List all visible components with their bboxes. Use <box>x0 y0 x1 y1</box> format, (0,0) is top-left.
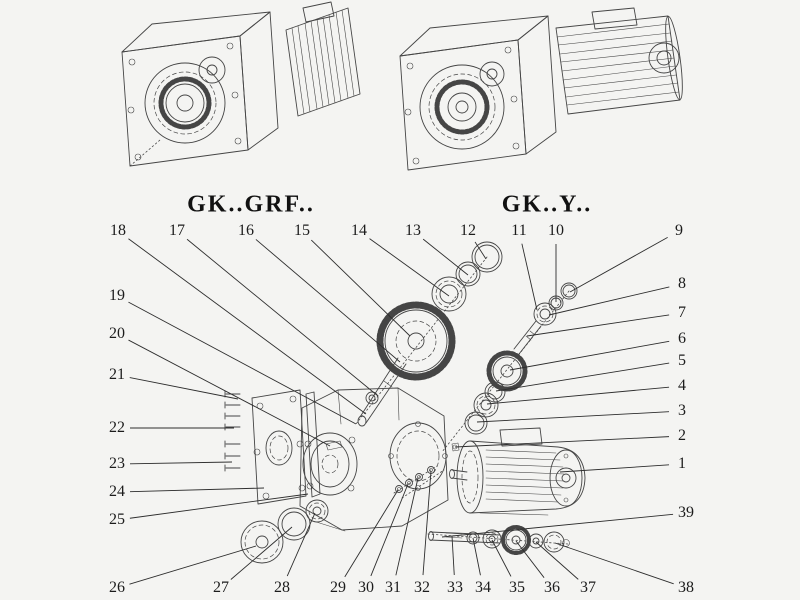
leader-line-18 <box>128 238 367 415</box>
gearbox-grf-drawing <box>121 1 361 167</box>
leader-line-21 <box>129 377 239 400</box>
callout-number-30: 30 <box>358 579 374 596</box>
leader-line-27 <box>230 526 293 580</box>
callout-number-26: 26 <box>109 579 125 596</box>
exploded-pinion-assembly <box>441 282 578 453</box>
callout-number-19: 19 <box>109 287 125 304</box>
callout-number-23: 23 <box>109 455 125 472</box>
screw-set <box>224 390 241 472</box>
callout-number-28: 28 <box>274 579 290 596</box>
callout-number-8: 8 <box>678 275 686 292</box>
leader-line-35 <box>491 539 512 577</box>
callout-number-39: 39 <box>678 504 694 521</box>
callout-number-7: 7 <box>678 304 686 321</box>
motor-top-drawing <box>555 7 683 115</box>
model-title-left: GK..GRF.. <box>187 191 315 218</box>
callout-number-9: 9 <box>675 222 683 239</box>
callout-number-12: 12 <box>460 222 476 239</box>
callout-number-34: 34 <box>475 579 491 596</box>
callout-number-35: 35 <box>509 579 525 596</box>
callout-number-14: 14 <box>351 222 367 239</box>
leader-line-37 <box>535 541 579 580</box>
callout-number-5: 5 <box>678 352 686 369</box>
callout-number-2: 2 <box>678 427 686 444</box>
leader-line-6 <box>509 340 670 371</box>
small-fasteners <box>393 442 460 499</box>
callout-number-17: 17 <box>169 222 185 239</box>
leader-line-14 <box>369 238 450 297</box>
leader-lines <box>128 236 674 585</box>
callout-number-1: 1 <box>678 455 686 472</box>
leader-line-39 <box>441 513 674 538</box>
callout-number-10: 10 <box>548 222 564 239</box>
leader-line-12 <box>474 241 487 260</box>
leader-line-26 <box>129 545 257 585</box>
callout-number-16: 16 <box>238 222 254 239</box>
leader-line-9 <box>569 236 668 293</box>
callout-number-6: 6 <box>678 330 686 347</box>
leader-line-33 <box>451 535 455 576</box>
leader-line-16 <box>255 239 401 363</box>
leader-line-4 <box>486 386 670 405</box>
callout-number-32: 32 <box>414 579 430 596</box>
model-title-right: GK..Y.. <box>501 191 593 218</box>
leader-line-17 <box>186 238 379 397</box>
callout-number-18: 18 <box>110 222 126 239</box>
callout-number-13: 13 <box>405 222 421 239</box>
leader-line-29 <box>344 489 399 578</box>
callout-number-38: 38 <box>678 579 694 596</box>
callout-number-20: 20 <box>109 325 125 342</box>
leader-line-30 <box>370 483 409 577</box>
callout-number-37: 37 <box>580 579 596 596</box>
leader-line-5 <box>495 362 670 392</box>
leader-line-23 <box>129 461 233 465</box>
leader-line-19 <box>128 301 357 425</box>
leader-line-28 <box>286 512 316 577</box>
leader-line-38 <box>554 542 674 585</box>
leader-line-2 <box>454 436 670 448</box>
callout-number-21: 21 <box>109 366 125 383</box>
leader-line-8 <box>548 286 670 316</box>
leader-line-24 <box>129 487 265 493</box>
motor-drawing <box>449 427 586 516</box>
output-shaft-parts <box>427 525 570 555</box>
leader-line-3 <box>476 411 670 423</box>
callout-number-15: 15 <box>294 222 310 239</box>
leader-line-32 <box>422 470 432 576</box>
callout-number-29: 29 <box>330 579 346 596</box>
leader-line-36 <box>515 540 545 578</box>
callout-number-27: 27 <box>213 579 229 596</box>
callout-number-11: 11 <box>511 222 527 239</box>
callout-number-31: 31 <box>385 579 401 596</box>
callout-number-3: 3 <box>678 402 686 419</box>
callout-number-36: 36 <box>544 579 560 596</box>
leader-line-7 <box>526 314 670 337</box>
leader-line-31 <box>395 477 419 576</box>
leader-line-25 <box>129 493 309 519</box>
callout-number-33: 33 <box>447 579 463 596</box>
callout-number-4: 4 <box>678 377 686 394</box>
flange-and-screws <box>224 389 321 505</box>
leader-line-1 <box>559 464 670 473</box>
leader-line-13 <box>422 238 469 276</box>
callout-number-25: 25 <box>109 511 125 528</box>
leader-line-20 <box>128 339 331 447</box>
leader-line-15 <box>311 239 411 337</box>
leader-line-34 <box>472 537 481 576</box>
gearbox-y-drawing <box>399 7 683 171</box>
leader-line-11 <box>521 243 538 311</box>
callout-number-24: 24 <box>109 483 125 500</box>
callout-number-22: 22 <box>109 419 125 436</box>
